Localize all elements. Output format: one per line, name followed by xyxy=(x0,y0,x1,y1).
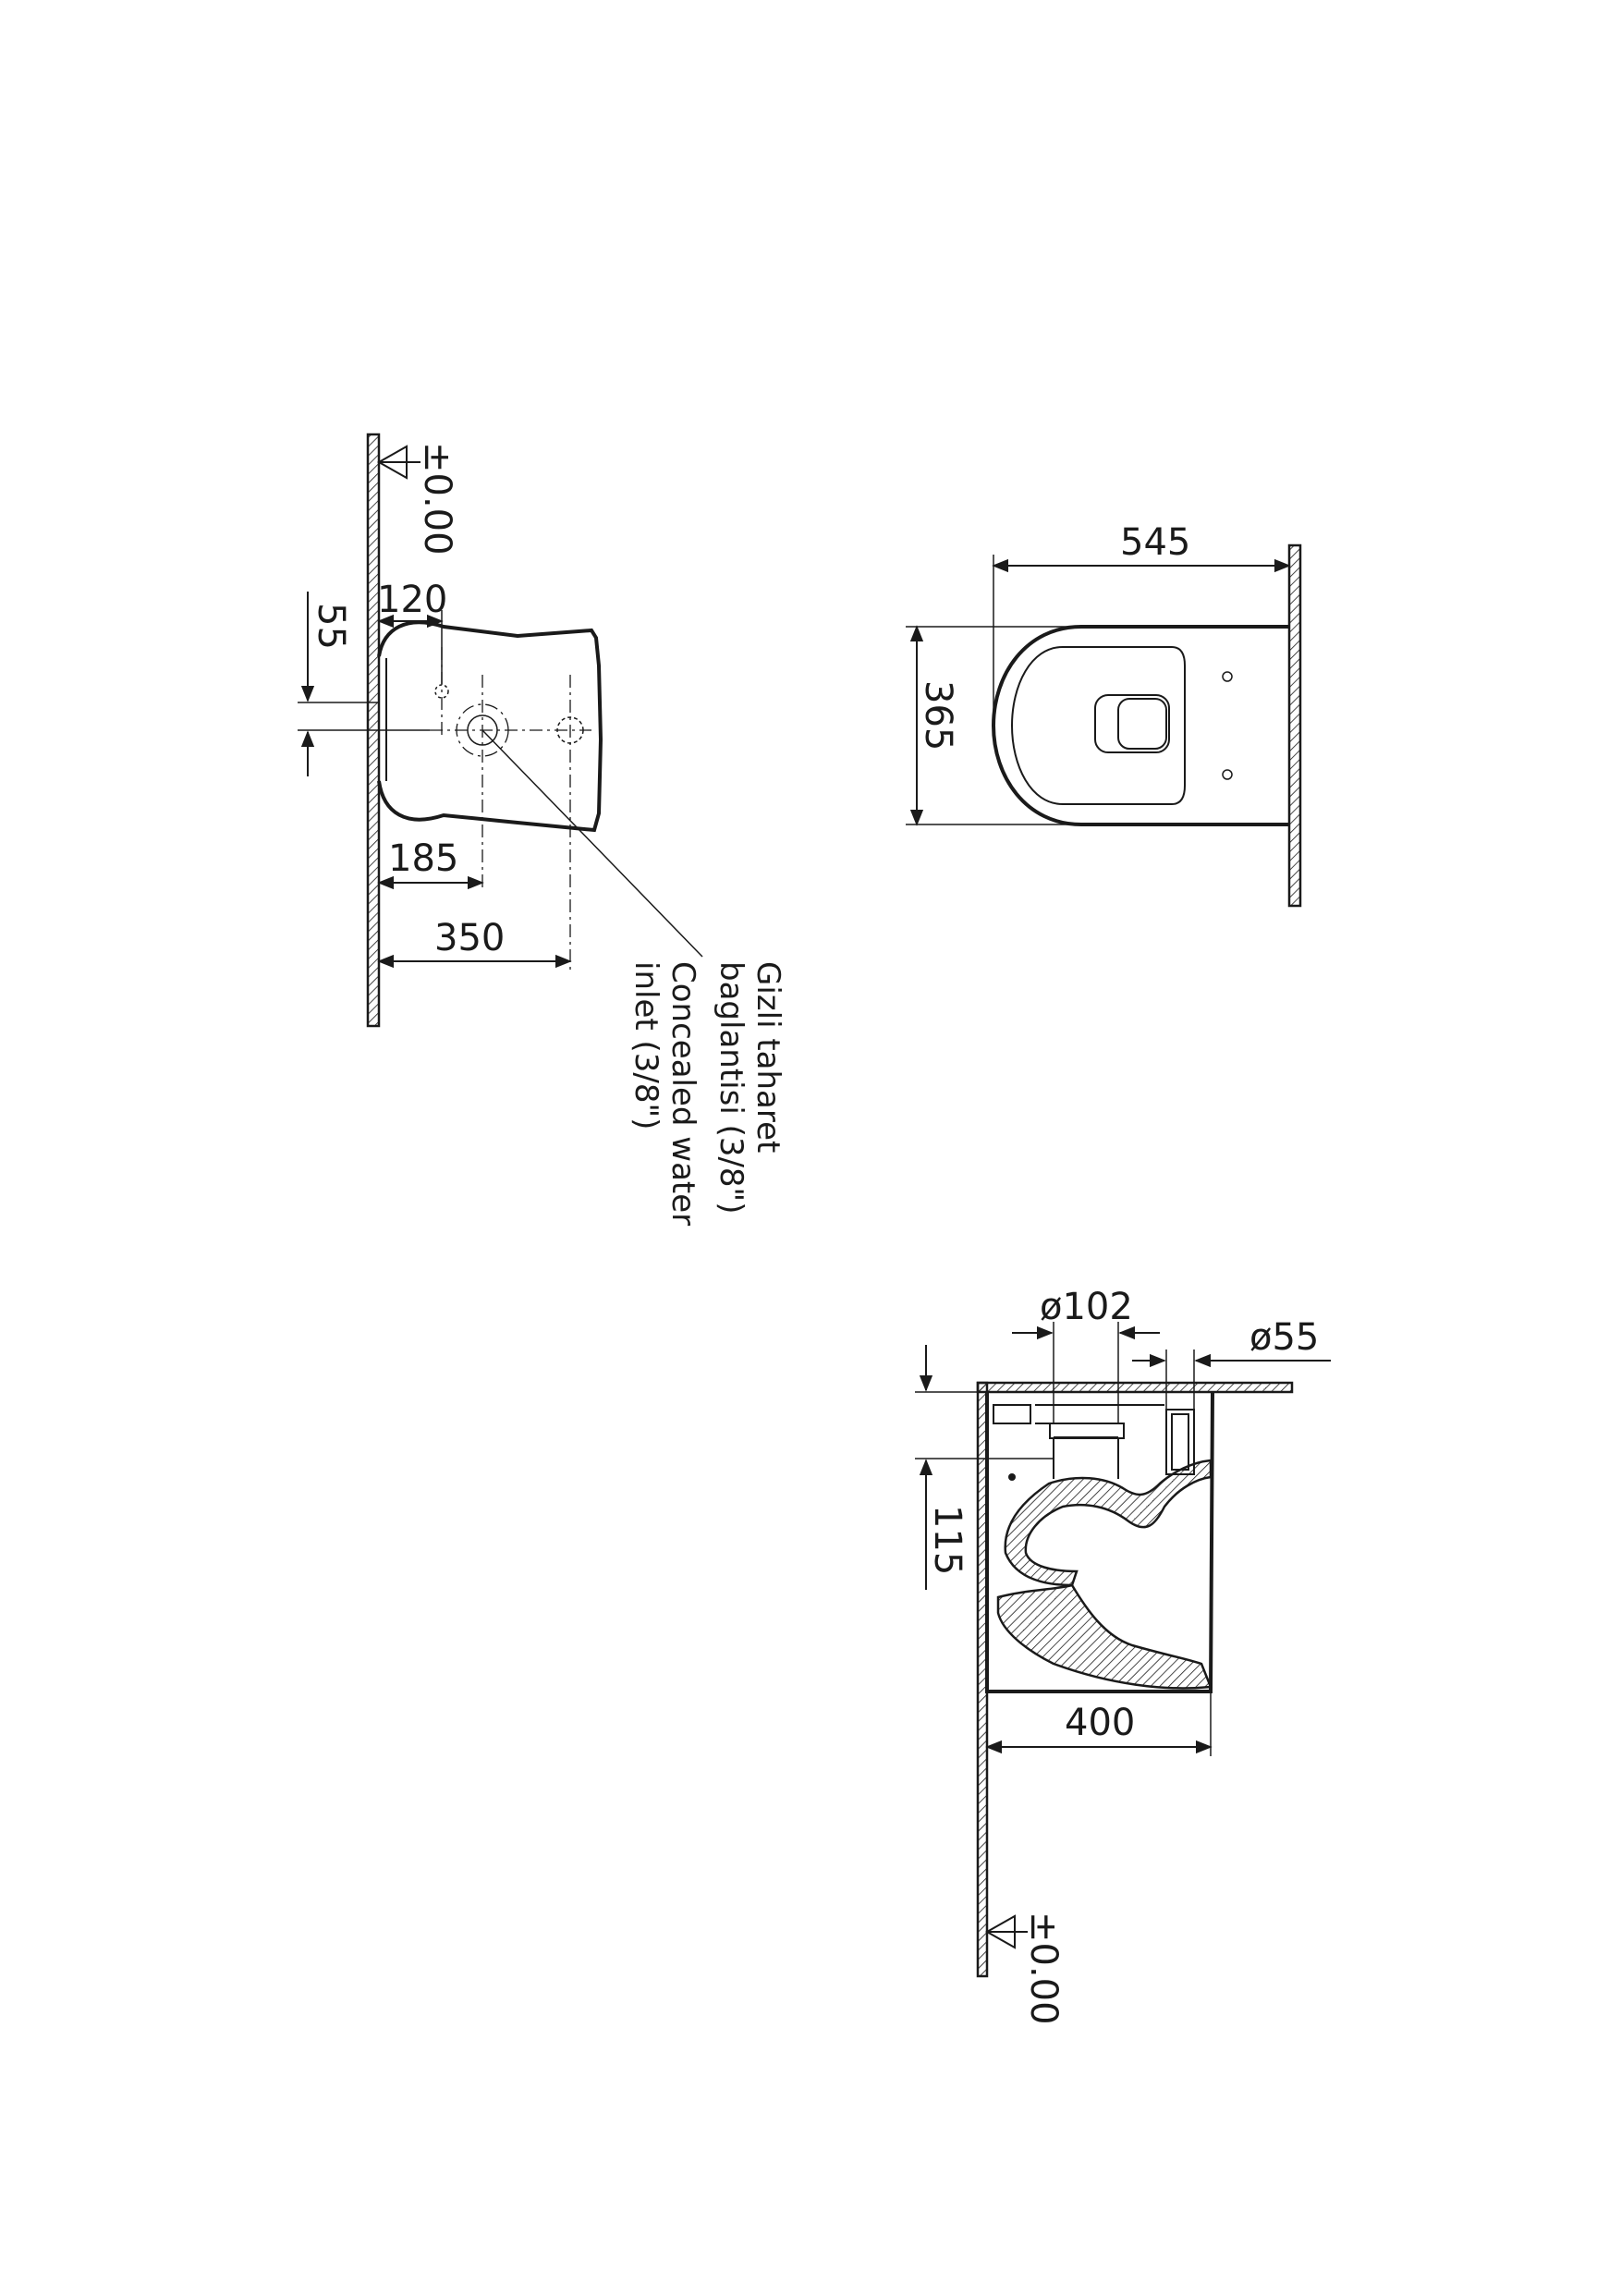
section-view: ø102 ø55 115 400 ±0.00 xyxy=(915,1286,1331,2025)
trap-section xyxy=(1004,1459,1213,1587)
dim-55-label: ø55 xyxy=(1249,1316,1319,1359)
waste-outlet xyxy=(1053,1436,1119,1479)
bowl-outline xyxy=(377,620,603,833)
fixing-point xyxy=(1008,1473,1016,1481)
dim-365-label: 365 xyxy=(917,680,959,751)
top-view: 545 365 xyxy=(906,521,1302,908)
bowl-top-outline xyxy=(991,625,1289,826)
note-turkish-line1: Gizli taharet xyxy=(750,961,786,1153)
dim-350-label: 350 xyxy=(434,917,505,959)
dim-400-label: 400 xyxy=(1065,1702,1135,1744)
side-view: ±0.00 120 55 185 xyxy=(298,433,786,1226)
flush-inlet-inner xyxy=(1171,1413,1189,1471)
bowl-section-body xyxy=(996,1583,1213,1690)
bowl-inner-rim xyxy=(1010,646,1186,805)
fixing-bracket xyxy=(993,1404,1031,1424)
dim-545-label: 545 xyxy=(1120,521,1190,564)
outlet-opening xyxy=(1094,694,1170,753)
flush-inlet xyxy=(1165,1409,1195,1475)
leader-line xyxy=(481,729,703,958)
fixing-hole xyxy=(1222,671,1233,682)
section-datum-label: ±0.00 xyxy=(1022,1911,1065,2025)
note-turkish-line2: baglantisi (3/8") xyxy=(713,961,750,1214)
datum-symbol xyxy=(376,445,420,480)
horizontal-wall xyxy=(976,1381,1294,1394)
wall-section xyxy=(1287,543,1302,908)
note-english-line2: inlet (3/8") xyxy=(628,961,664,1130)
datum-symbol xyxy=(984,1914,1028,1949)
dim-102-label: ø102 xyxy=(1040,1286,1133,1328)
dim-55-label: 55 xyxy=(310,603,352,650)
bowl-section-outer xyxy=(985,1391,1214,1693)
dim-185-label: 185 xyxy=(388,837,458,880)
outlet-collar xyxy=(1049,1423,1125,1439)
dim-115-label: 115 xyxy=(926,1505,969,1575)
note-english-line1: Concealed water xyxy=(664,961,701,1226)
fixing-hole xyxy=(1222,769,1233,780)
side-datum-label: ±0.00 xyxy=(416,442,458,556)
dim-120-label: 120 xyxy=(377,579,447,621)
